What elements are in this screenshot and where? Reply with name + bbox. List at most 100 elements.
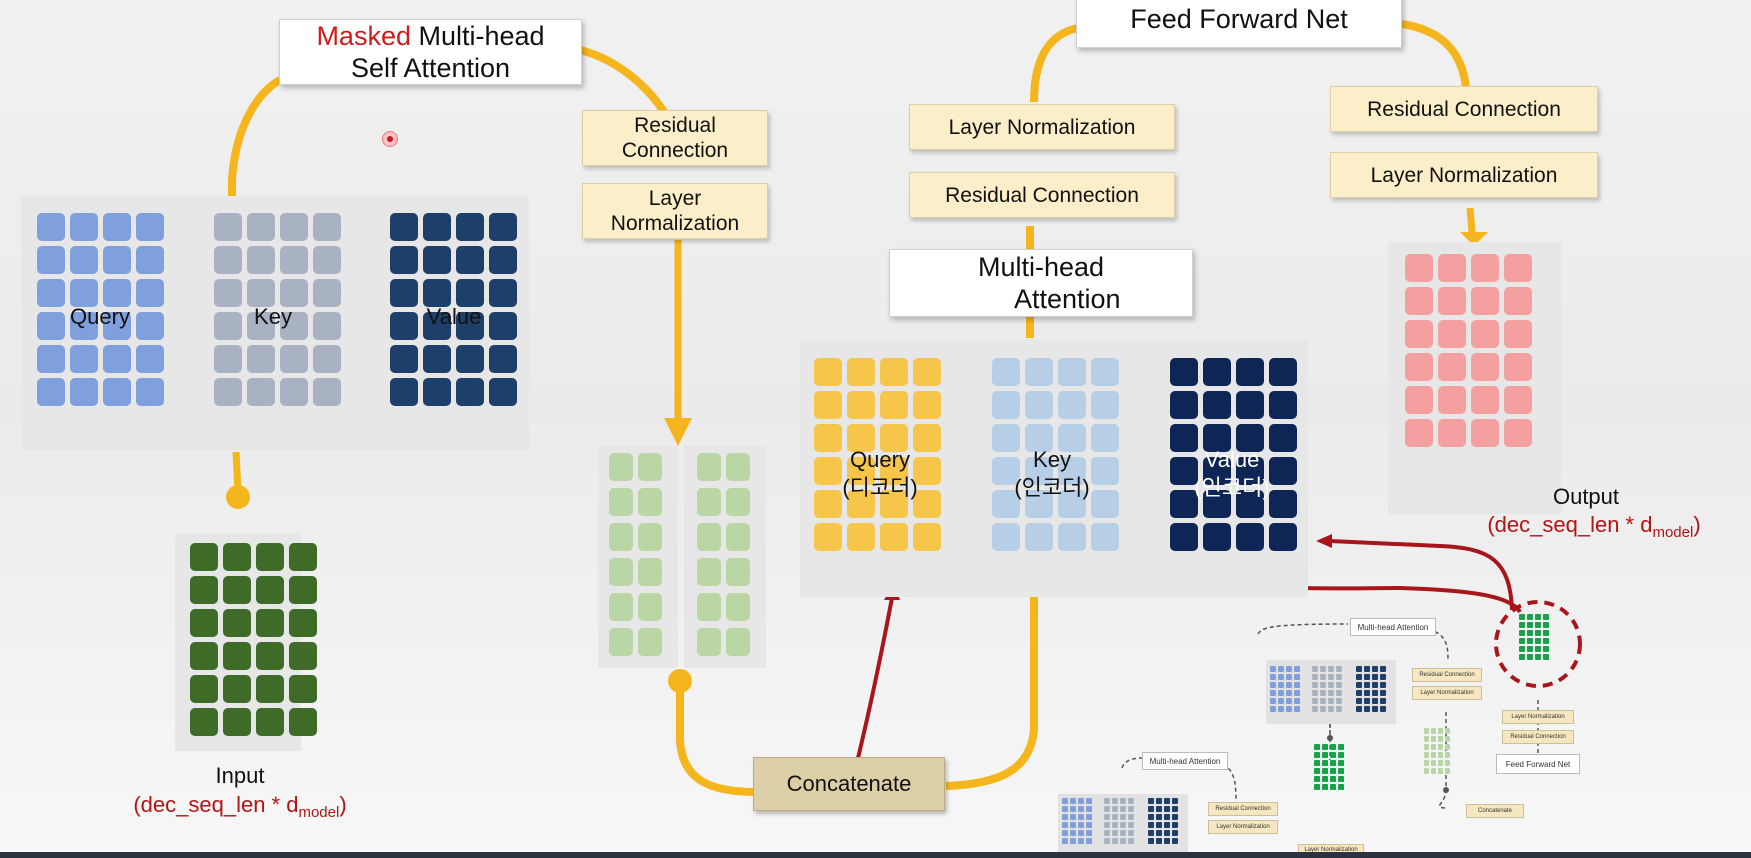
matrix-cell bbox=[103, 378, 131, 406]
mini-matrix-cell bbox=[1112, 822, 1118, 828]
mini-matrix-cell bbox=[1445, 728, 1450, 734]
matrix-cell bbox=[103, 279, 131, 307]
matrix-cell bbox=[223, 708, 251, 736]
mini-matrix-cell bbox=[1336, 690, 1342, 696]
mini-matrix-cell bbox=[1278, 674, 1284, 680]
matrix-cell bbox=[1405, 287, 1433, 315]
mini-layer-norm-b: Layer Normalization bbox=[1208, 820, 1278, 834]
mini-matrix-cell bbox=[1320, 698, 1326, 704]
matrix-cell bbox=[256, 609, 284, 637]
mini-matrix-cell bbox=[1294, 666, 1300, 672]
matrix-cell bbox=[1203, 523, 1231, 551]
mini-matrix-cell bbox=[1424, 736, 1429, 742]
query-decoder-label: Query (디코더) bbox=[820, 446, 940, 502]
mini-layer-norm-c: Layer Normalization bbox=[1502, 710, 1574, 724]
matrix-cell bbox=[1504, 254, 1532, 282]
mini-matrix-cell bbox=[1424, 760, 1429, 766]
mini-matrix-cell bbox=[1172, 830, 1178, 836]
mini-matrix-cell bbox=[1278, 706, 1284, 712]
matrix-cell bbox=[638, 558, 662, 586]
matrix-cell bbox=[1471, 320, 1499, 348]
matrix-cell bbox=[1504, 320, 1532, 348]
matrix-cell bbox=[1269, 457, 1297, 485]
mini-matrix-cell bbox=[1270, 706, 1276, 712]
value-encoder-line2: (인코더) bbox=[1194, 475, 1270, 500]
matrix-cell bbox=[214, 312, 242, 340]
matrix-cell bbox=[1269, 490, 1297, 518]
matrix-cell bbox=[103, 213, 131, 241]
mini-matrix-cell bbox=[1078, 830, 1084, 836]
matrix-cell bbox=[880, 358, 908, 386]
matrix-cell bbox=[847, 391, 875, 419]
matrix-cell bbox=[1471, 353, 1499, 381]
matrix-cell bbox=[280, 279, 308, 307]
matrix-cell bbox=[256, 543, 284, 571]
mini-layer-norm-a: Layer Normalization bbox=[1412, 686, 1482, 700]
mini-query-matrix-top bbox=[1270, 666, 1300, 712]
matrix-cell bbox=[280, 213, 308, 241]
mini-matrix-cell bbox=[1156, 822, 1162, 828]
matrix-cell bbox=[280, 246, 308, 274]
matrix-cell bbox=[880, 391, 908, 419]
mini-matrix-cell bbox=[1438, 752, 1443, 758]
mini-matrix-cell bbox=[1372, 682, 1378, 688]
mini-matrix-cell bbox=[1120, 822, 1126, 828]
matrix-cell bbox=[70, 345, 98, 373]
mini-matrix-cell bbox=[1320, 674, 1326, 680]
mini-matrix-cell bbox=[1128, 814, 1134, 820]
red-arrow-output-to-value bbox=[1329, 539, 1514, 611]
matrix-cell bbox=[1405, 386, 1433, 414]
key-encoder-line2: (인코더) bbox=[1014, 475, 1090, 500]
mini-matrix-cell bbox=[1314, 744, 1320, 750]
wire-ffn-right bbox=[1401, 20, 1470, 89]
mini-matrix-cell bbox=[1338, 784, 1344, 790]
mini-matrix-cell bbox=[1278, 698, 1284, 704]
matrix-cell bbox=[1170, 457, 1198, 485]
mini-matrix-cell bbox=[1431, 752, 1436, 758]
mini-matrix-cell bbox=[1062, 798, 1068, 804]
mini-matrix-cell bbox=[1070, 798, 1076, 804]
matrix-cell bbox=[37, 213, 65, 241]
mini-matrix-cell bbox=[1338, 776, 1344, 782]
mini-matrix-cell bbox=[1328, 666, 1334, 672]
mini-matrix-cell bbox=[1294, 706, 1300, 712]
mini-matrix-cell bbox=[1380, 666, 1386, 672]
mini-matrix-cell bbox=[1312, 706, 1318, 712]
matrix-cell bbox=[489, 312, 517, 340]
mini-query-matrix-bottom bbox=[1062, 798, 1092, 844]
mini-matrix-cell bbox=[1364, 690, 1370, 696]
mini-matrix-cell bbox=[1320, 666, 1326, 672]
mini-matrix-cell bbox=[1364, 706, 1370, 712]
matrix-cell bbox=[638, 488, 662, 516]
arrowhead-down-left bbox=[664, 418, 692, 446]
mini-matrix-cell bbox=[1294, 682, 1300, 688]
matrix-cell bbox=[638, 453, 662, 481]
mini-matrix-cell bbox=[1112, 830, 1118, 836]
mini-matrix-cell bbox=[1372, 674, 1378, 680]
mini-matrix-cell bbox=[1112, 806, 1118, 812]
matrix-cell bbox=[70, 312, 98, 340]
mini-matrix-cell bbox=[1372, 706, 1378, 712]
mini-matrix-cell bbox=[1070, 806, 1076, 812]
mini-matrix-cell bbox=[1527, 622, 1533, 628]
mini-matrix-cell bbox=[1070, 830, 1076, 836]
matrix-cell bbox=[814, 523, 842, 551]
mini-matrix-cell bbox=[1294, 690, 1300, 696]
value-label: Value bbox=[426, 304, 482, 329]
mini-dashed-1 bbox=[1257, 623, 1349, 635]
matrix-cell bbox=[37, 279, 65, 307]
matrix-cell bbox=[280, 378, 308, 406]
mini-matrix-cell bbox=[1314, 776, 1320, 782]
mini-matrix-cell bbox=[1270, 690, 1276, 696]
mini-matrix-cell bbox=[1164, 830, 1170, 836]
matrix-cell bbox=[103, 246, 131, 274]
mini-matrix-cell bbox=[1164, 798, 1170, 804]
matrix-cell bbox=[814, 358, 842, 386]
matrix-cell bbox=[847, 523, 875, 551]
mini-matrix-cell bbox=[1322, 760, 1328, 766]
mini-matrix-cell bbox=[1086, 822, 1092, 828]
matrix-cell bbox=[814, 391, 842, 419]
matrix-cell bbox=[247, 378, 275, 406]
matrix-cell bbox=[37, 378, 65, 406]
mini-matrix-cell bbox=[1527, 614, 1533, 620]
